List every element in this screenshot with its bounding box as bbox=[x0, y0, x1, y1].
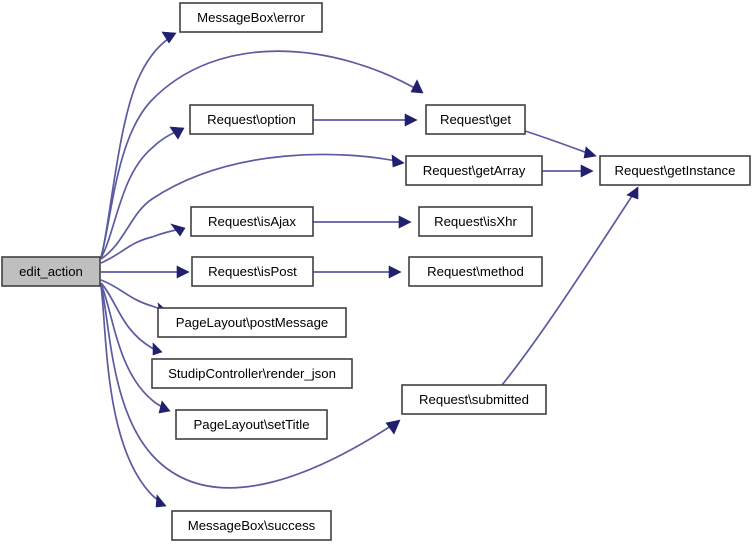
node-msgbox_error[interactable]: MessageBox\error bbox=[179, 2, 323, 33]
edge-line bbox=[501, 189, 637, 386]
arrowhead-icon bbox=[626, 186, 639, 200]
node-req_ispost[interactable]: Request\isPost bbox=[191, 256, 314, 287]
edge-edit_action-to-req_isajax bbox=[100, 223, 186, 264]
edge-req_option-to-req_get bbox=[313, 113, 418, 127]
node-box[interactable] bbox=[408, 256, 543, 287]
node-label: Request\method bbox=[427, 264, 524, 279]
arrowhead-icon bbox=[169, 126, 185, 140]
edge-req_getarray-to-req_getinstance bbox=[542, 164, 594, 178]
arrowhead-icon bbox=[583, 146, 597, 159]
node-req_method[interactable]: Request\method bbox=[408, 256, 543, 287]
node-box[interactable] bbox=[425, 104, 526, 135]
arrowhead-icon bbox=[158, 400, 171, 414]
node-label: Request\getArray bbox=[423, 163, 526, 178]
node-req_submitted[interactable]: Request\submitted bbox=[401, 384, 547, 415]
node-req_getarray[interactable]: Request\getArray bbox=[405, 155, 543, 186]
node-label: StudipController\render_json bbox=[168, 366, 336, 381]
edge-line bbox=[100, 34, 175, 259]
edge-edit_action-to-pl_settitle bbox=[100, 283, 171, 414]
edge-edit_action-to-msgbox_success bbox=[100, 285, 167, 508]
edge-line bbox=[100, 279, 167, 312]
edges-layer bbox=[100, 31, 639, 508]
node-box[interactable] bbox=[599, 155, 751, 186]
node-box[interactable] bbox=[175, 409, 328, 440]
node-edit_action[interactable]: edit_action bbox=[1, 256, 101, 287]
node-label: Request\option bbox=[207, 112, 296, 127]
node-label: PageLayout\postMessage bbox=[176, 315, 329, 330]
edge-edit_action-to-req_ispost bbox=[101, 265, 190, 279]
arrowhead-icon bbox=[398, 215, 412, 229]
arrowhead-icon bbox=[152, 342, 163, 356]
node-label: Request\get bbox=[440, 112, 511, 127]
arrowhead-icon bbox=[391, 154, 405, 168]
arrowhead-icon bbox=[580, 164, 594, 178]
edge-line bbox=[100, 284, 398, 489]
node-label: MessageBox\success bbox=[188, 518, 316, 533]
node-box[interactable] bbox=[171, 510, 332, 541]
edge-line bbox=[100, 228, 182, 264]
node-label: Request\submitted bbox=[419, 392, 529, 407]
arrowhead-icon bbox=[161, 31, 177, 44]
node-req_isxhr[interactable]: Request\isXhr bbox=[418, 206, 533, 237]
node-box[interactable] bbox=[401, 384, 547, 415]
node-box[interactable] bbox=[179, 2, 323, 33]
edge-edit_action-to-req_get bbox=[100, 50, 424, 258]
arrowhead-icon bbox=[388, 265, 402, 279]
edge-line bbox=[100, 285, 164, 505]
arrowhead-icon bbox=[410, 79, 424, 94]
node-msgbox_success[interactable]: MessageBox\success bbox=[171, 510, 332, 541]
node-label: Request\isAjax bbox=[208, 214, 296, 229]
node-label: edit_action bbox=[19, 264, 83, 279]
arrowhead-icon bbox=[176, 265, 190, 279]
node-box[interactable] bbox=[151, 358, 353, 389]
node-box[interactable] bbox=[1, 256, 101, 287]
edge-req_isajax-to-req_isxhr bbox=[313, 215, 412, 229]
node-label: Request\getInstance bbox=[615, 163, 736, 178]
arrowhead-icon bbox=[404, 113, 418, 127]
node-label: Request\isXhr bbox=[434, 214, 517, 229]
edge-req_submitted-to-req_getinstance bbox=[501, 186, 639, 386]
arrowhead-icon bbox=[385, 419, 401, 435]
edge-line bbox=[100, 153, 402, 260]
node-req_get[interactable]: Request\get bbox=[425, 104, 526, 135]
node-box[interactable] bbox=[190, 206, 314, 237]
node-pl_postmessage[interactable]: PageLayout\postMessage bbox=[157, 307, 347, 338]
node-req_getinstance[interactable]: Request\getInstance bbox=[599, 155, 751, 186]
node-label: PageLayout\setTitle bbox=[193, 417, 309, 432]
arrowhead-icon bbox=[155, 494, 167, 508]
node-box[interactable] bbox=[405, 155, 543, 186]
node-box[interactable] bbox=[189, 104, 314, 135]
edge-line bbox=[100, 129, 181, 259]
edge-edit_action-to-sc_renderjson bbox=[100, 282, 163, 356]
edge-line bbox=[524, 130, 594, 156]
arrowhead-icon bbox=[170, 223, 186, 237]
edge-edit_action-to-msgbox_error bbox=[100, 31, 177, 259]
edge-edit_action-to-req_submitted bbox=[100, 284, 401, 489]
edge-req_get-to-req_getinstance bbox=[524, 130, 597, 159]
edge-edit_action-to-req_getarray bbox=[100, 153, 405, 260]
node-box[interactable] bbox=[418, 206, 533, 237]
edge-edit_action-to-req_option bbox=[100, 126, 185, 259]
node-label: MessageBox\error bbox=[197, 10, 305, 25]
edge-req_ispost-to-req_method bbox=[313, 265, 402, 279]
edge-line bbox=[100, 50, 421, 258]
node-box[interactable] bbox=[191, 256, 314, 287]
node-req_isajax[interactable]: Request\isAjax bbox=[190, 206, 314, 237]
node-req_option[interactable]: Request\option bbox=[189, 104, 314, 135]
node-pl_settitle[interactable]: PageLayout\setTitle bbox=[175, 409, 328, 440]
node-sc_renderjson[interactable]: StudipController\render_json bbox=[151, 358, 353, 389]
node-label: Request\isPost bbox=[208, 264, 297, 279]
node-box[interactable] bbox=[157, 307, 347, 338]
